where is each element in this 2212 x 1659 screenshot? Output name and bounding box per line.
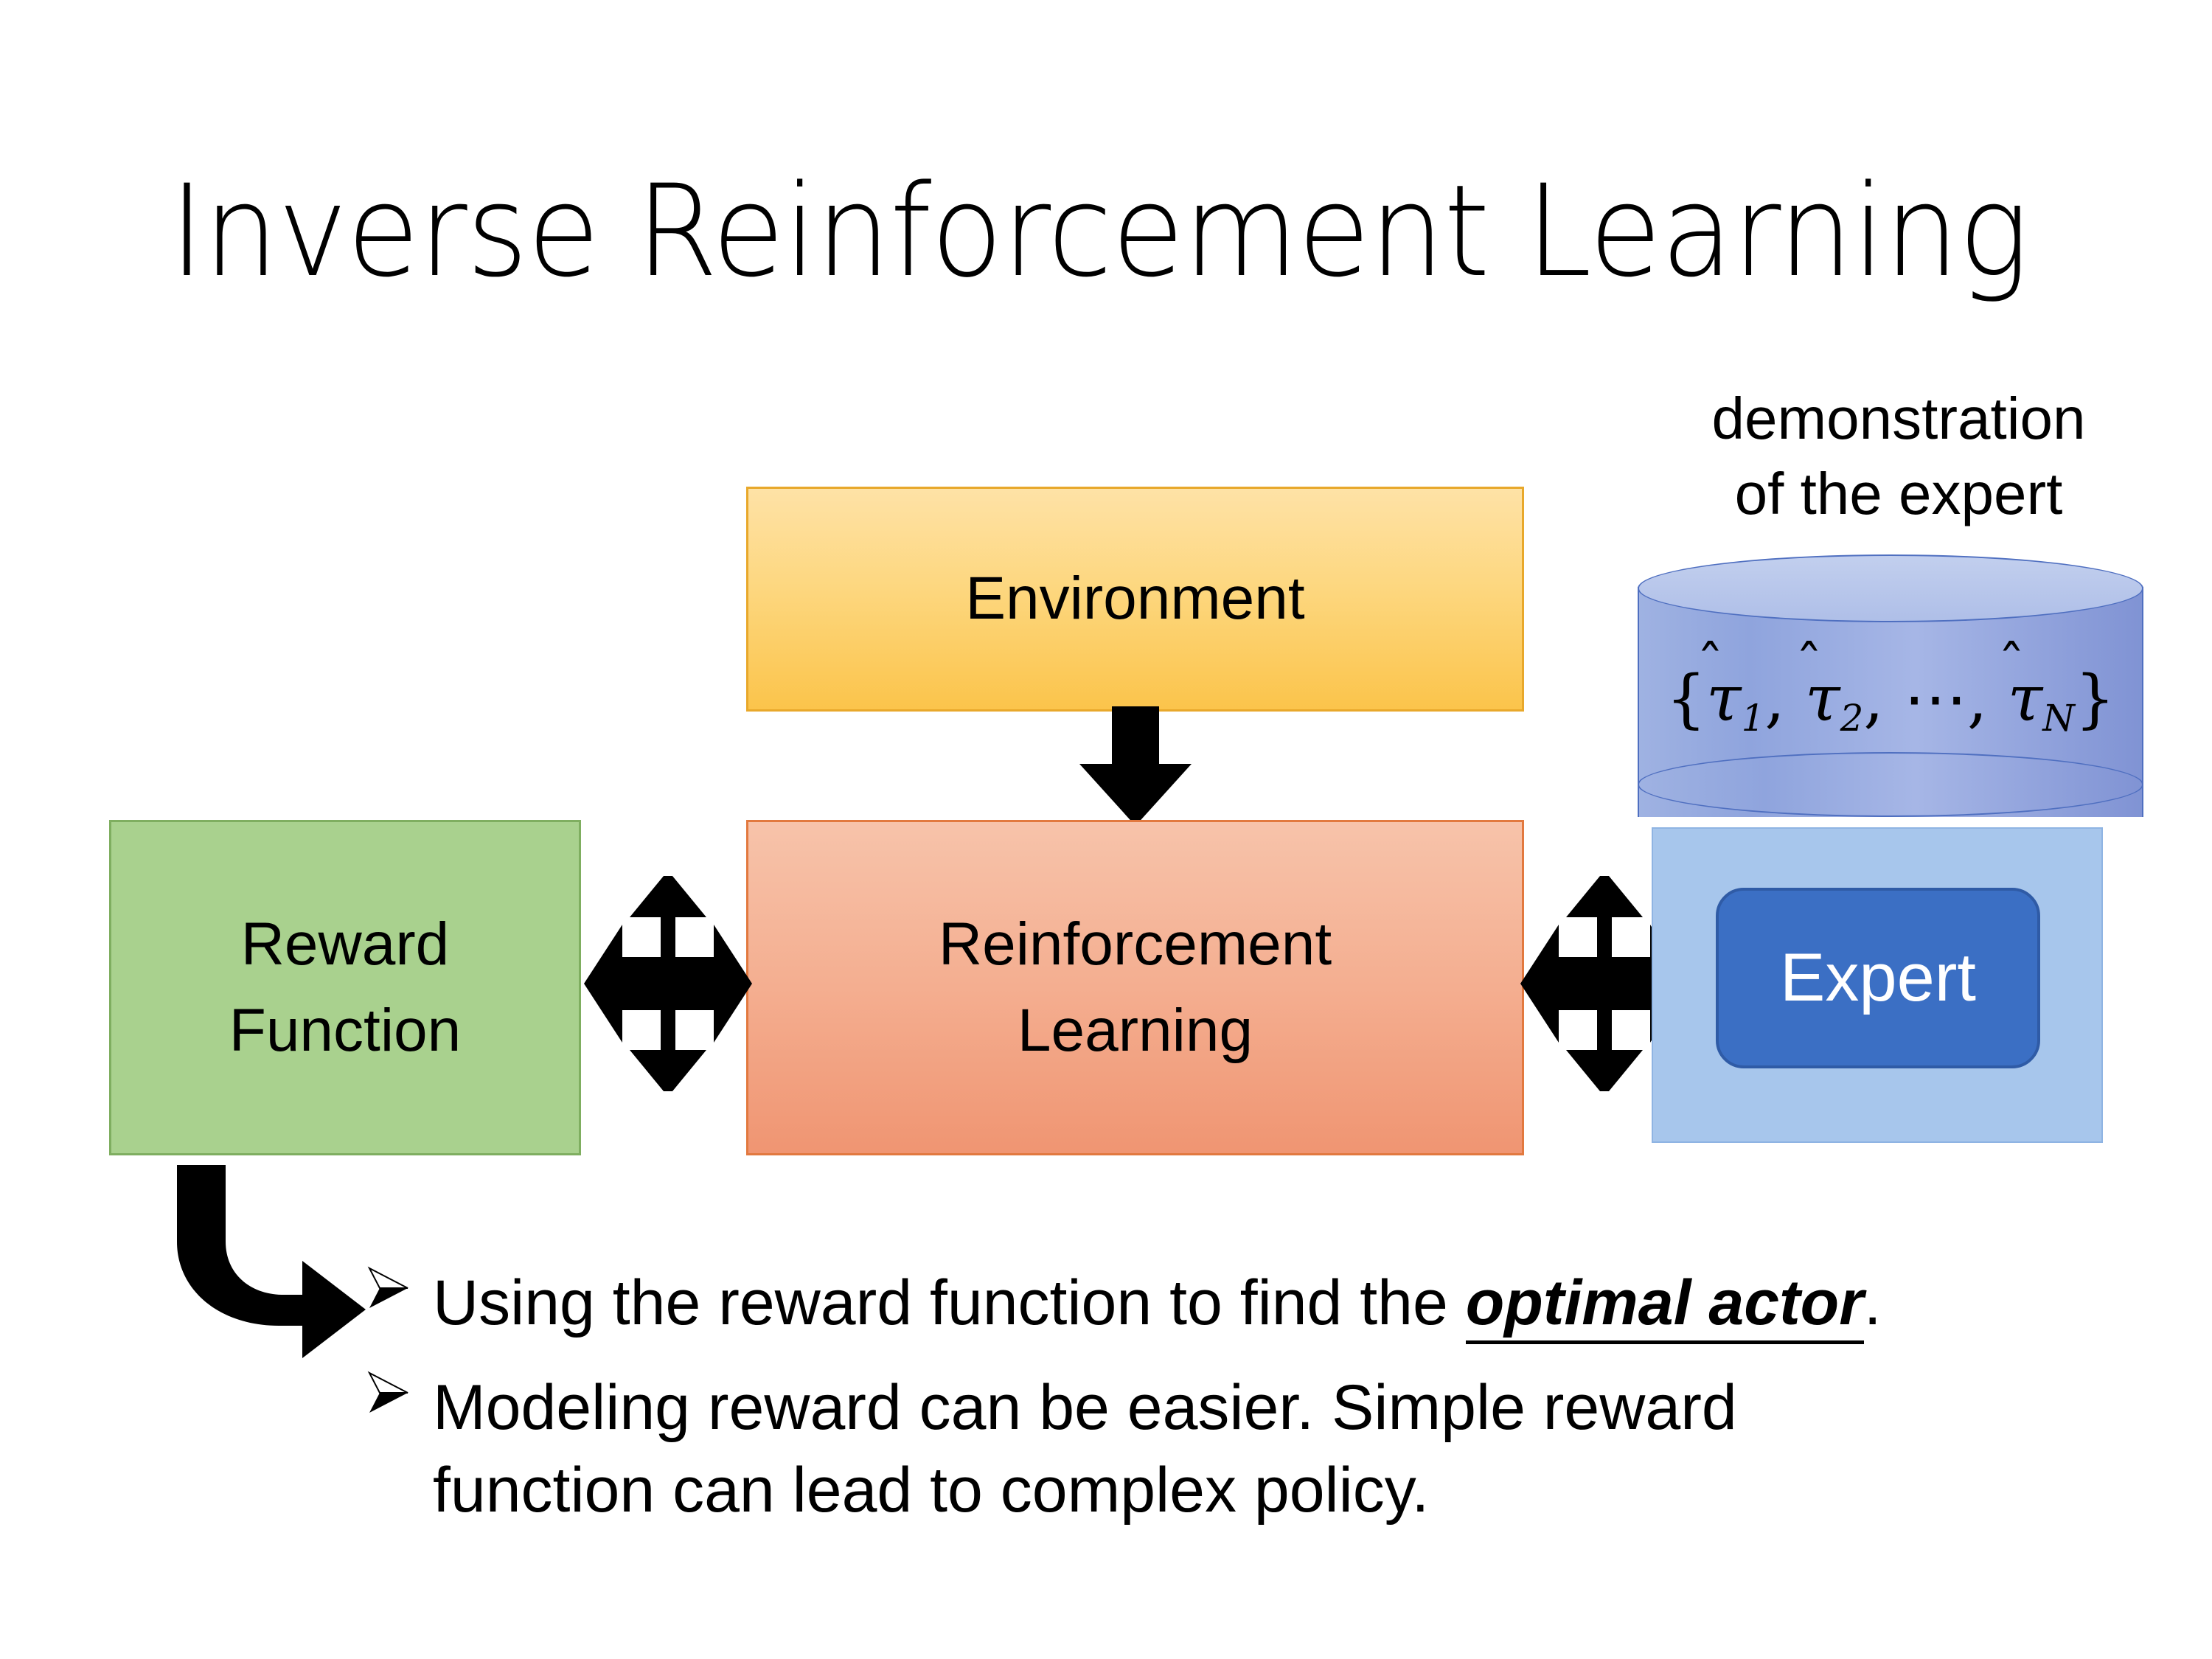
reinforcement-learning-box-label: Reinforcement Learning <box>939 902 1332 1074</box>
reward-function-box-label: Reward Function <box>229 902 462 1074</box>
page-title: Inverse Reinforcement Learning <box>170 157 2029 305</box>
rl-label-line2: Learning <box>1017 996 1253 1064</box>
reward-label-line1: Reward <box>240 911 450 978</box>
bullet-1-text-after: . <box>1863 1267 1882 1338</box>
bent-arrow-reward-to-bullet <box>177 1165 366 1358</box>
quad-arrow-reward-to-rl <box>584 876 752 1091</box>
reinforcement-learning-box[interactable]: Reinforcement Learning <box>746 820 1524 1155</box>
bullet-1-text-before: Using the reward function to find the <box>433 1267 1466 1338</box>
reward-function-box[interactable]: Reward Function <box>109 820 581 1155</box>
caption-line1: demonstration <box>1711 386 2086 451</box>
list-item: Using the reward function to find the op… <box>365 1262 2061 1345</box>
quad-arrow-rl-to-expert <box>1520 876 1688 1091</box>
reward-label-line2: Function <box>229 996 462 1064</box>
expert-button[interactable]: Expert <box>1716 888 2040 1068</box>
environment-box[interactable]: Environment <box>746 487 1524 712</box>
bullet-list: Using the reward function to find the op… <box>365 1262 2061 1554</box>
rl-label-line1: Reinforcement <box>938 911 1332 978</box>
bullet-1-emphasis: optimal actor <box>1465 1267 1864 1344</box>
hollow-triangle-bullet-icon <box>367 1266 408 1308</box>
cylinder-bottom-ellipse <box>1638 752 2143 817</box>
list-item: Modeling reward can be easier. Simple re… <box>365 1367 1760 1532</box>
trajectory-set-formula: {τ̂1, τ̂2, ⋯, τ̂N} <box>1666 662 2115 740</box>
bullet-2-text: Modeling reward can be easier. Simple re… <box>433 1371 1737 1526</box>
arrow-environment-to-rl <box>1079 706 1192 826</box>
expert-demonstration-caption: demonstration of the expert <box>1644 381 2153 531</box>
cylinder-top-ellipse <box>1638 554 2143 622</box>
environment-box-label: Environment <box>965 565 1305 633</box>
trajectory-cylinder: {τ̂1, τ̂2, ⋯, τ̂N} <box>1638 554 2143 849</box>
expert-label: Expert <box>1780 940 1976 1015</box>
hollow-triangle-bullet-icon <box>367 1371 408 1413</box>
caption-line2: of the expert <box>1734 460 2063 526</box>
